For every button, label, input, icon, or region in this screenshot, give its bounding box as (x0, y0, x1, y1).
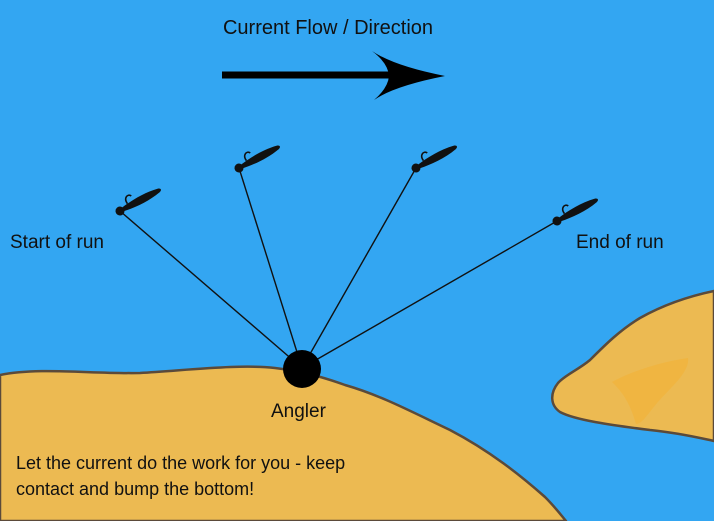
sand-island (551, 289, 714, 443)
shore-bank (0, 365, 568, 521)
current-arrow-icon (222, 51, 445, 100)
caption-line: contact and bump the bottom! (16, 479, 255, 499)
end-of-run-label: End of run (576, 232, 664, 253)
jig-lure-icon (411, 145, 457, 173)
fishing-line-end (301, 220, 558, 369)
caption-line: Let the current do the work for you - ke… (16, 453, 346, 473)
angler-label: Angler (271, 401, 326, 422)
island-highlight (612, 358, 689, 424)
start-of-run-label: Start of run (10, 232, 104, 253)
fishing-lines (119, 167, 558, 369)
fishing-line-2 (238, 167, 303, 369)
tip-caption: Let the current do the work for you - ke… (16, 450, 436, 502)
angler-marker (283, 350, 321, 388)
fishing-line-start (119, 210, 303, 369)
fishing-line-3 (301, 167, 417, 369)
jig-lure-icon (234, 145, 280, 173)
jig-lure-icon (115, 188, 161, 216)
diagram-title: Current Flow / Direction (222, 17, 434, 39)
jig-lure-icon (552, 198, 598, 226)
